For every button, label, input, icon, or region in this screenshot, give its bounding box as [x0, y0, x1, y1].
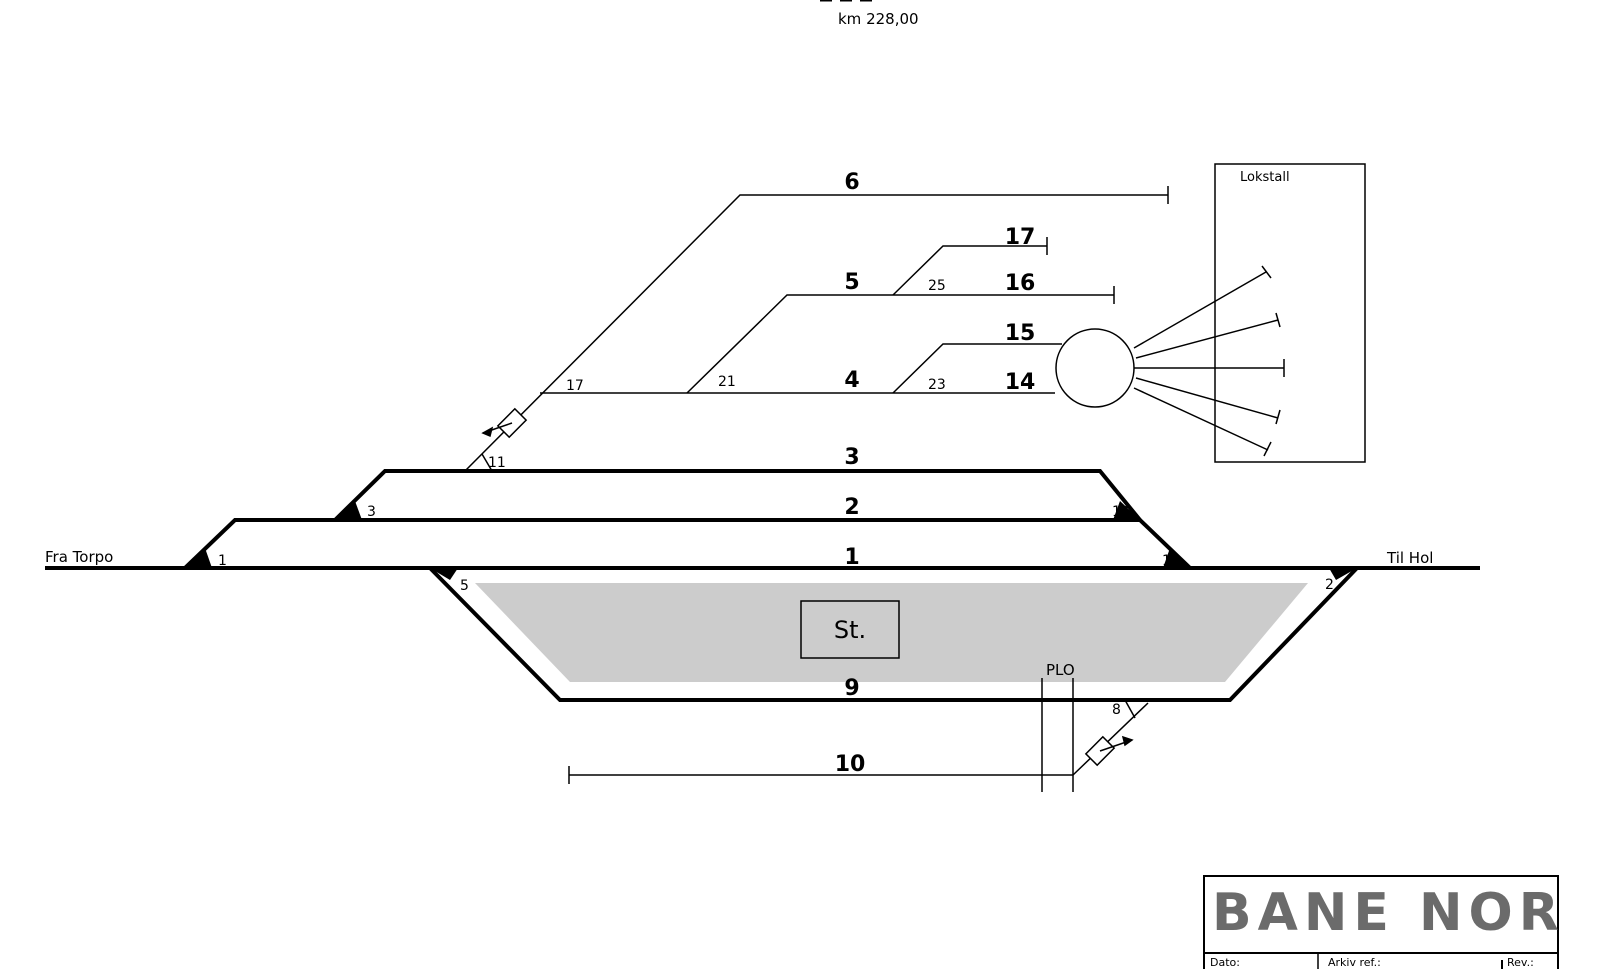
platform-area [475, 583, 1308, 682]
track-label-16: 16 [1005, 271, 1036, 296]
turntable [1055, 328, 1135, 408]
switch-label-3: 3 [367, 504, 376, 520]
bane-nor-logo: BANE NOR [1212, 883, 1565, 943]
station-label: St. [834, 616, 866, 644]
switch-label-23: 23 [928, 377, 946, 393]
track-label-9: 9 [844, 676, 859, 701]
derailer-upper [481, 407, 528, 439]
track-label-3: 3 [844, 445, 859, 470]
main-tracks [45, 469, 1480, 702]
switch-label-10: 10 [1162, 553, 1180, 569]
track-15-line [892, 343, 1062, 394]
title-block: BANE NOR Dato: Arkiv ref.: Rev.: [1203, 875, 1565, 969]
track-3-line [333, 469, 1142, 522]
direction-to: Til Hol [1386, 549, 1433, 567]
track-2-line [183, 518, 1192, 570]
track-label-14: 14 [1005, 370, 1036, 395]
track-label-2: 2 [844, 495, 859, 520]
shed-tracks [1133, 265, 1285, 457]
direction-from: Fra Torpo [45, 548, 113, 566]
revision-label: Rev.: [1507, 956, 1534, 969]
switch-label-8: 8 [1112, 702, 1121, 718]
engine-shed-label: Lokstall [1240, 170, 1290, 185]
switch-label-1: 1 [218, 553, 227, 569]
engine-shed [1214, 163, 1366, 463]
derailer-lower [1084, 735, 1134, 767]
track-label-6: 6 [844, 170, 859, 195]
switch-label-5: 5 [460, 578, 469, 594]
switch-label-11: 11 [488, 455, 506, 471]
plo-label: PLO [1046, 661, 1075, 679]
track-label-5: 5 [844, 270, 859, 295]
track-5-line [686, 294, 1114, 394]
date-label: Dato: [1210, 956, 1240, 969]
station-building [800, 600, 900, 659]
switch-label-21: 21 [718, 374, 736, 390]
track-9-line [428, 566, 1359, 702]
track-label-10: 10 [835, 752, 866, 777]
switch-label-25: 25 [928, 278, 946, 294]
track-17-line [892, 245, 1047, 296]
switch-label-14: 14 [1112, 504, 1130, 520]
switch-label-2: 2 [1325, 577, 1334, 593]
switch-frogs [185, 501, 1357, 580]
track-label-1: 1 [844, 545, 859, 570]
archive-ref-label: Arkiv ref.: [1328, 956, 1381, 969]
switch-label-17: 17 [566, 378, 584, 394]
km-marker: km 228,00 [838, 10, 919, 28]
track-label-15: 15 [1005, 321, 1036, 346]
track-6-line [464, 194, 1168, 472]
siding-tracks [464, 186, 1169, 792]
track-label-4: 4 [844, 368, 859, 393]
track-label-17: 17 [1005, 225, 1036, 250]
